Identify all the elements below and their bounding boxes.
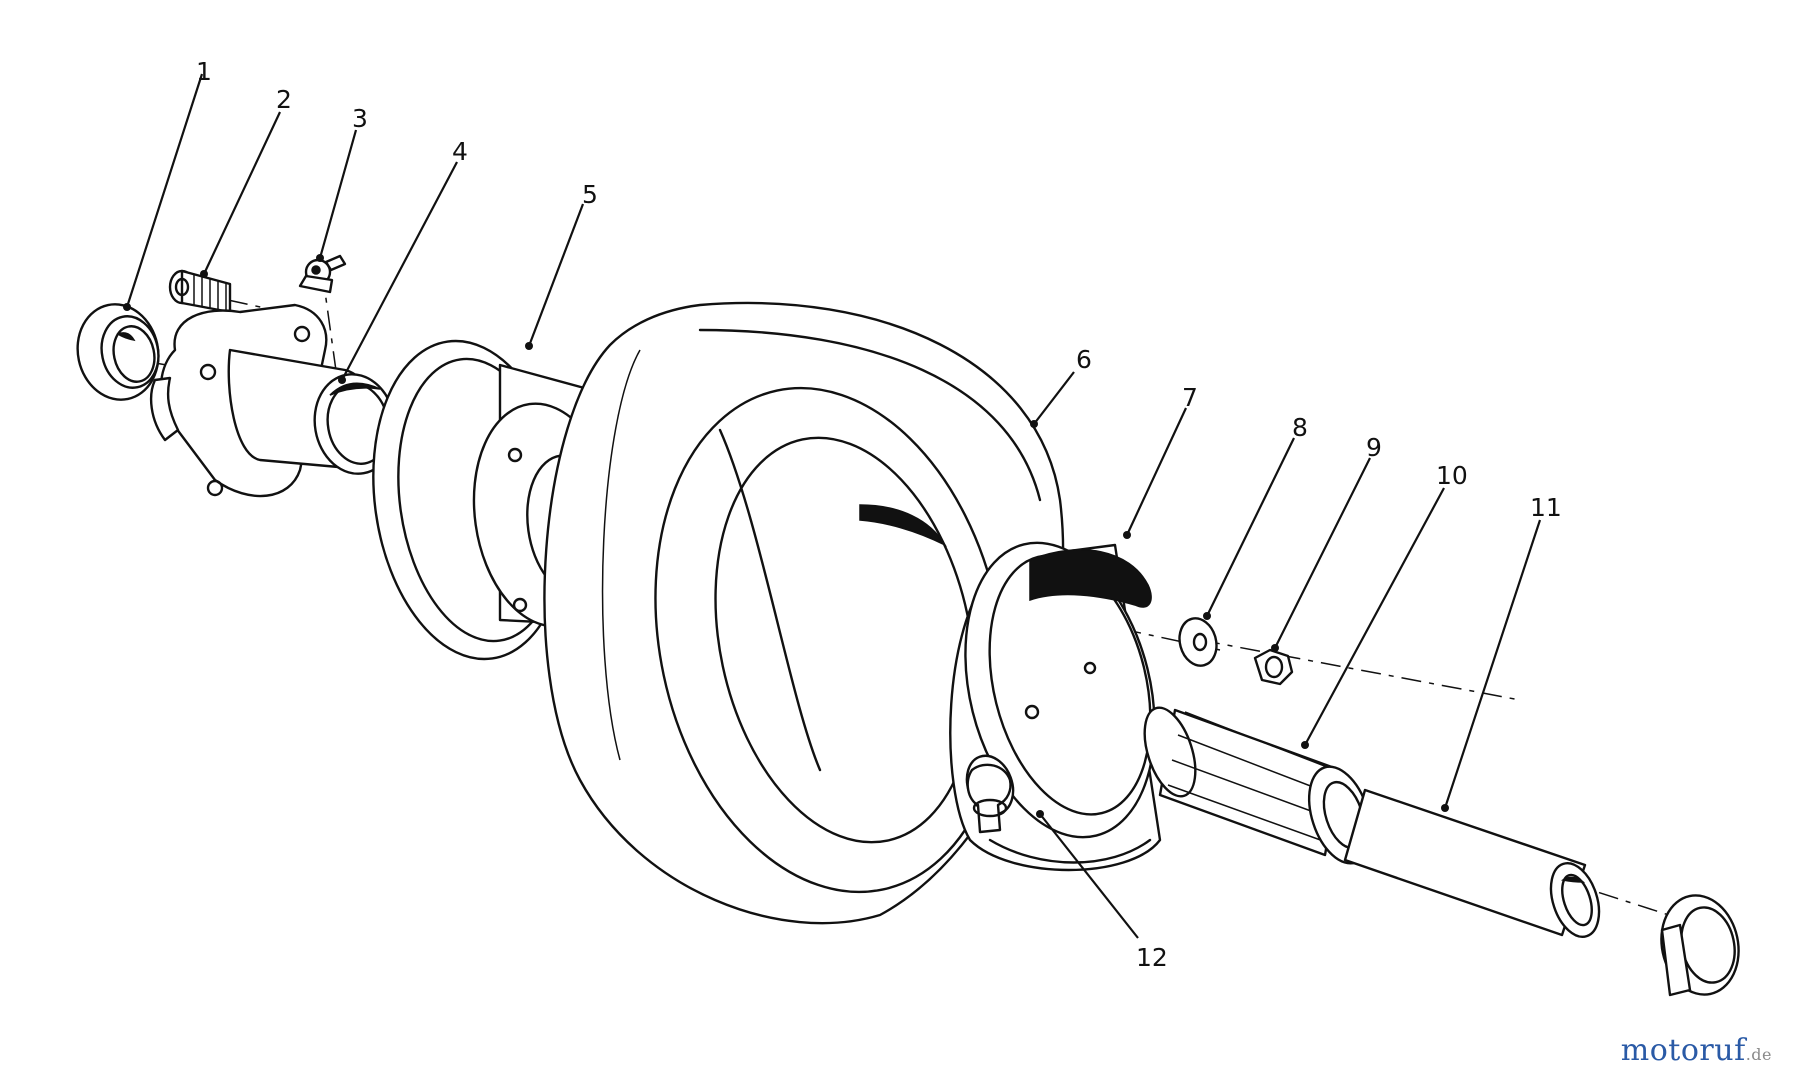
callout-2: 2 (276, 85, 292, 114)
part-8-washer (1178, 617, 1218, 667)
part-2-bolt (168, 269, 232, 314)
part-11-axle-tube (1343, 788, 1601, 938)
callout-7: 7 (1182, 383, 1198, 412)
callout-5: 5 (582, 180, 598, 209)
callout-4: 4 (452, 137, 468, 166)
callout-9: 9 (1366, 433, 1382, 462)
callout-6: 6 (1076, 345, 1092, 374)
watermark-suffix: .de (1745, 1045, 1772, 1064)
part-9-nut (1253, 648, 1294, 686)
callout-12: 12 (1136, 943, 1168, 972)
watermark-logo: motoruf.de (1621, 1033, 1772, 1068)
right-bushing (1660, 894, 1740, 997)
callout-11: 11 (1530, 493, 1562, 522)
watermark-brand: motoruf (1620, 1033, 1746, 1068)
callout-8: 8 (1292, 413, 1308, 442)
part-12-valve-stem (966, 763, 1012, 834)
callout-1: 1 (196, 57, 212, 86)
callout-10: 10 (1436, 461, 1468, 490)
part-10-spacer (1143, 706, 1372, 865)
part-3-grease-fitting (298, 254, 347, 294)
callout-leaders (123, 73, 1542, 939)
part-1-bushing (76, 303, 160, 401)
callout-3: 3 (352, 104, 368, 133)
callout-numbers: 1 2 3 4 5 6 7 8 9 10 11 12 (196, 57, 1562, 972)
part-6-tire (543, 301, 1065, 925)
